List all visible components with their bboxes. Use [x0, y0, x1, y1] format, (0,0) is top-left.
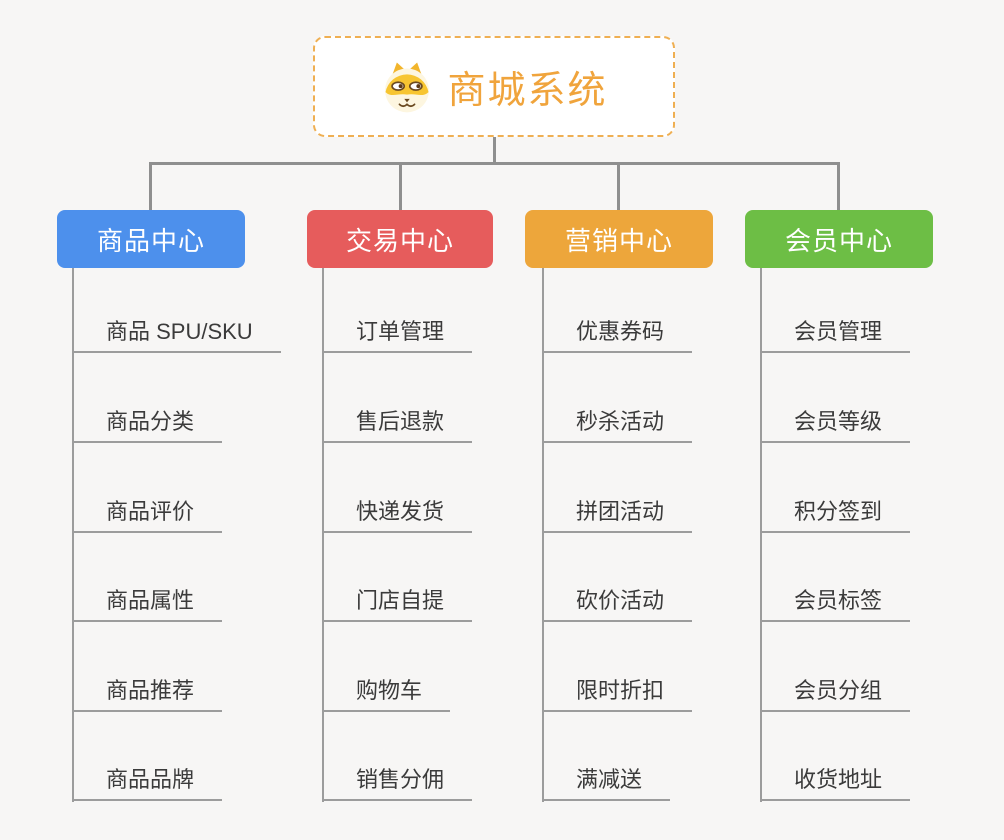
column-line-1: [72, 268, 74, 802]
leaf-item[interactable]: 会员分组: [760, 670, 911, 712]
leaf-item[interactable]: 商品推荐: [72, 670, 223, 712]
dog-face-icon: [385, 62, 430, 112]
leaf-item[interactable]: 秒杀活动: [542, 401, 693, 443]
root-title: 商城系统: [447, 70, 608, 112]
leaf-item[interactable]: 拼团活动: [542, 491, 693, 533]
leaf-item[interactable]: 会员管理: [760, 311, 911, 353]
column-line-4: [760, 268, 762, 802]
leaf-item[interactable]: 商品评价: [72, 491, 223, 533]
connector-drop-1: [149, 162, 152, 210]
connector-drop-2: [399, 165, 402, 210]
column-line-3: [542, 268, 544, 802]
connector-drop-4: [837, 162, 840, 210]
leaf-item[interactable]: 订单管理: [322, 311, 473, 353]
branch-label: 营销中心: [564, 225, 673, 256]
leaf-item[interactable]: 快递发货: [322, 491, 473, 533]
leaf-item[interactable]: 会员等级: [760, 401, 911, 443]
leaf-item[interactable]: 购物车: [322, 670, 451, 712]
leaf-item[interactable]: 会员标签: [760, 580, 911, 622]
branch-label: 商品中心: [96, 225, 205, 256]
branch-label: 会员中心: [784, 225, 893, 256]
leaf-item[interactable]: 满减送: [542, 759, 671, 801]
leaf-item[interactable]: 商品品牌: [72, 759, 223, 801]
connector-horizontal: [149, 162, 840, 165]
leaf-item[interactable]: 商品属性: [72, 580, 223, 622]
leaf-item[interactable]: 商品 SPU/SKU: [72, 311, 281, 353]
leaf-item[interactable]: 积分签到: [760, 491, 911, 533]
leaf-item[interactable]: 限时折扣: [542, 670, 693, 712]
leaf-item[interactable]: 销售分佣: [322, 759, 473, 801]
root-node[interactable]: 商城系统: [313, 36, 675, 137]
branch-box-trade[interactable]: 交易中心: [307, 210, 493, 268]
branch-box-marketing[interactable]: 营销中心: [525, 210, 713, 268]
leaf-item[interactable]: 商品分类: [72, 401, 223, 443]
connector-root-stub: [493, 137, 496, 163]
leaf-item[interactable]: 门店自提: [322, 580, 473, 622]
column-line-2: [322, 268, 324, 802]
branch-label: 交易中心: [345, 225, 454, 256]
connector-drop-3: [617, 165, 620, 210]
branch-box-products[interactable]: 商品中心: [57, 210, 245, 268]
leaf-item[interactable]: 售后退款: [322, 401, 473, 443]
branch-box-members[interactable]: 会员中心: [745, 210, 933, 268]
leaf-item[interactable]: 收货地址: [760, 759, 911, 801]
leaf-item[interactable]: 优惠券码: [542, 311, 693, 353]
leaf-item[interactable]: 砍价活动: [542, 580, 693, 622]
